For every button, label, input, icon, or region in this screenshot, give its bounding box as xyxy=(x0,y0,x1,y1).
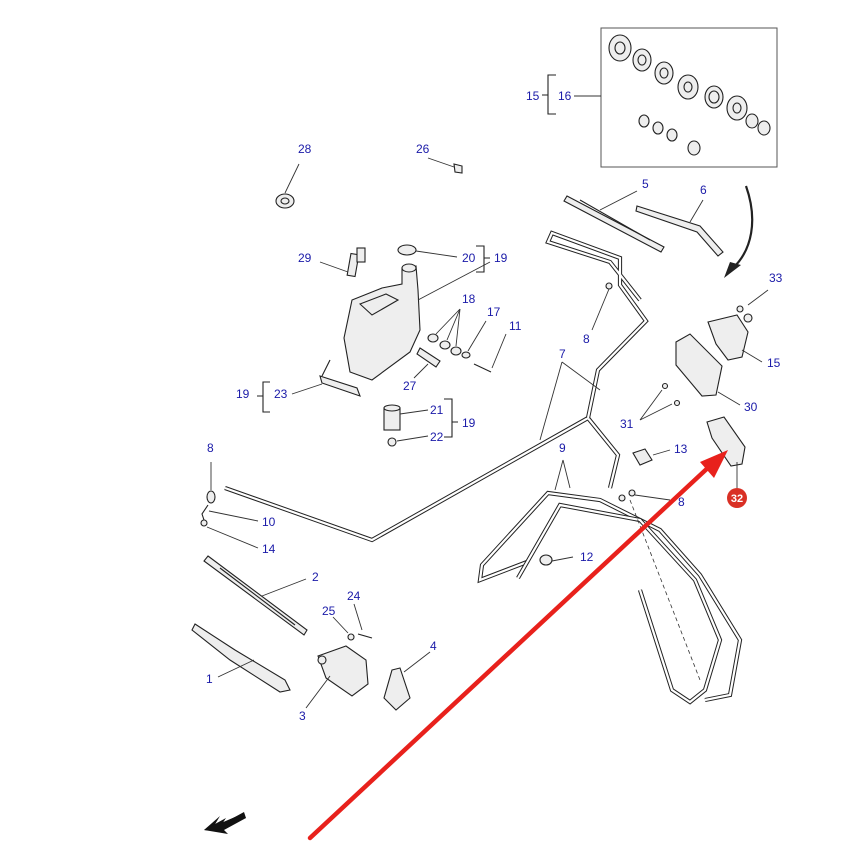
jet-nozzle-part xyxy=(200,504,259,549)
curved-arrow-head-icon xyxy=(724,262,741,278)
callout-1: 1 xyxy=(206,672,213,686)
bracket-15-16 xyxy=(542,74,556,115)
callout-16: 16 xyxy=(558,89,572,103)
pipe-grommet-part xyxy=(539,554,574,566)
nut-part xyxy=(632,448,671,466)
callout-30: 30 xyxy=(744,400,758,414)
callout-26: 26 xyxy=(416,142,430,156)
pump-connector-part xyxy=(319,247,366,278)
front-wiper-arm-part xyxy=(191,623,291,693)
callout-8-upper: 8 xyxy=(583,332,590,346)
callout-6: 6 xyxy=(700,183,707,197)
detail-inset-box xyxy=(574,27,778,168)
washer-pump-part xyxy=(383,404,429,447)
washer-reservoir-tank-part xyxy=(343,261,491,381)
callout-8-right: 8 xyxy=(678,495,685,509)
hose-fittings-part xyxy=(413,308,507,379)
callout-4: 4 xyxy=(430,639,437,653)
callout-19-left: 19 xyxy=(236,387,250,401)
callout-7: 7 xyxy=(559,347,566,361)
callout-labels: 15 16 28 26 5 6 29 20 19 33 18 17 11 8 7… xyxy=(206,89,783,723)
wiper-pivot-parts-exploded xyxy=(608,34,771,156)
motor-screw-part xyxy=(332,603,373,641)
callout-5: 5 xyxy=(642,177,649,191)
callout-3: 3 xyxy=(299,709,306,723)
callout-11: 11 xyxy=(509,319,522,333)
washer-pipe-7 xyxy=(224,230,649,543)
callout-33: 33 xyxy=(769,271,783,285)
curved-direction-arrow xyxy=(732,185,754,269)
bracket-19-23 xyxy=(257,381,270,413)
callout-29: 29 xyxy=(298,251,312,265)
rear-wiper-arm-part xyxy=(635,199,724,257)
callout-8-left: 8 xyxy=(207,441,214,455)
screws-part xyxy=(639,382,681,421)
gasket-part-32 xyxy=(706,416,746,488)
fixing-kit-bag-part xyxy=(383,651,431,711)
front-direction-arrow-icon xyxy=(204,812,246,834)
callout-25: 25 xyxy=(322,604,336,618)
callout-17: 17 xyxy=(487,305,501,319)
callout-22: 22 xyxy=(430,430,444,444)
callout-9: 9 xyxy=(559,441,566,455)
callout-19-pump: 19 xyxy=(462,416,476,430)
small-cap-part xyxy=(427,157,463,174)
callout-28: 28 xyxy=(298,142,312,156)
callout-15-right: 15 xyxy=(767,356,781,370)
pipe-connectors-part xyxy=(206,288,671,504)
callout-2: 2 xyxy=(312,570,319,584)
callout-23: 23 xyxy=(274,387,288,401)
callout-21: 21 xyxy=(430,403,444,417)
callout-32-highlight-badge: 32 xyxy=(727,488,747,508)
callout-31: 31 xyxy=(620,417,634,431)
rear-wiper-blade-part xyxy=(563,190,665,253)
reservoir-cap-part xyxy=(397,244,458,258)
bracket-19-20 xyxy=(476,245,490,273)
callout-10: 10 xyxy=(262,515,276,529)
front-wiper-motor-part xyxy=(305,645,369,709)
washer-pipe-9 xyxy=(477,459,743,705)
callout-15-top: 15 xyxy=(526,89,540,103)
callout-32: 32 xyxy=(731,493,743,505)
front-wiper-blade-part xyxy=(203,555,308,636)
callout-12: 12 xyxy=(580,550,594,564)
callout-27: 27 xyxy=(403,379,417,393)
motor-cover-part xyxy=(675,333,741,406)
callout-20: 20 xyxy=(462,251,476,265)
rear-wiper-motor-part xyxy=(707,289,769,363)
bracket-19-21-22 xyxy=(444,398,458,438)
callout-14: 14 xyxy=(262,542,276,556)
reservoir-bracket-part xyxy=(291,359,361,397)
callout-19-cap: 19 xyxy=(494,251,508,265)
callout-13: 13 xyxy=(674,442,688,456)
red-pointer-arrow xyxy=(307,450,728,841)
callout-24: 24 xyxy=(347,589,361,603)
grommet-part xyxy=(275,163,300,209)
callout-18: 18 xyxy=(462,292,476,306)
